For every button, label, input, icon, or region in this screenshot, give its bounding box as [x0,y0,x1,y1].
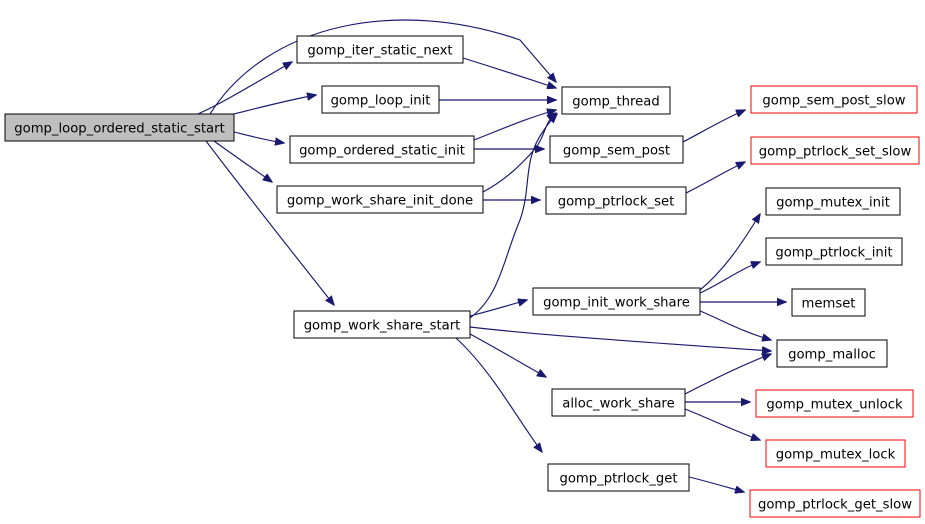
node-label: gomp_loop_init [331,94,431,109]
call-edge-n10-to-n19 [684,408,760,440]
node-label: gomp_work_share_init_done [287,194,473,209]
edge-layer [197,19,786,492]
node-box[interactable] [750,136,920,165]
graph-node-gomp-ptrlock-get-slow[interactable]: gomp_ptrlock_get_slow [749,489,921,518]
graph-node-gomp-ptrlock-init[interactable]: gomp_ptrlock_init [765,237,903,266]
node-label: gomp_ptrlock_set_slow [759,145,912,160]
node-box[interactable] [551,388,686,417]
call-edge-n0-to-n6 [209,19,556,115]
graph-node-alloc-work-share[interactable]: alloc_work_share [551,388,686,417]
graph-node-gomp-thread[interactable]: gomp_thread [561,86,671,115]
graph-node-gomp-ordered-static-init[interactable]: gomp_ordered_static_init [289,135,475,164]
node-label: gomp_sem_post_slow [762,94,905,109]
call-edge-n5-to-n11 [455,337,542,452]
node-label: gomp_ordered_static_init [299,144,465,159]
node-box[interactable] [749,489,921,518]
node-box[interactable] [293,310,471,339]
graph-node-gomp-ptrlock-set[interactable]: gomp_ptrlock_set [545,186,687,215]
node-layer: gomp_loop_ordered_static_start gomp_iter_… [4,35,921,518]
node-label: gomp_init_work_share [543,296,690,311]
call-edge-n11-to-n20 [688,476,744,492]
graph-node-gomp-malloc[interactable]: gomp_malloc [776,339,888,368]
node-label: gomp_ptrlock_get [559,472,677,487]
node-label: gomp_mutex_lock [776,448,896,463]
call-edge-n5-to-n9 [469,300,527,317]
node-box[interactable] [549,135,684,164]
call-edge-n8-to-n13 [685,162,745,194]
graph-node-gomp-sem-post[interactable]: gomp_sem_post [549,135,684,164]
node-label: gomp_ptrlock_set [558,195,675,210]
node-box[interactable] [4,113,235,142]
call-edge-n3-to-n6 [473,110,556,141]
node-label: gomp_sem_post [563,144,670,159]
node-label: gomp_ptrlock_init [775,246,892,261]
call-edge-n5-to-n6 [469,114,557,319]
call-edge-n10-to-n17 [684,354,771,395]
call-edge-n9-to-n14 [699,214,760,291]
node-label: gomp_malloc [788,348,876,363]
call-edge-n4-to-n6 [482,113,556,193]
call-edge-n0-to-n2 [233,95,316,115]
graph-node-gomp-iter-static-next[interactable]: gomp_iter_static_next [296,35,464,64]
node-box[interactable] [776,339,888,368]
graph-node-gomp-work-share-start[interactable]: gomp_work_share_start [293,310,471,339]
call-edge-n9-to-n17 [699,310,771,340]
graph-node-gomp-mutex-init[interactable]: gomp_mutex_init [765,187,901,216]
node-box[interactable] [561,86,671,115]
call-edge-n9-to-n15 [699,262,760,294]
graph-node-gomp-ptrlock-set-slow[interactable]: gomp_ptrlock_set_slow [750,136,920,165]
graph-node-gomp-loop-ordered-static-start[interactable]: gomp_loop_ordered_static_start [4,113,235,142]
call-edge-n0-to-n1 [197,62,292,115]
call-edge-n5-to-n17 [469,326,771,351]
node-label: gomp_ptrlock_get_slow [758,498,912,513]
graph-node-gomp-mutex-lock[interactable]: gomp_mutex_lock [765,439,906,468]
call-edge-n7-to-n12 [682,110,745,143]
graph-node-gomp-init-work-share[interactable]: gomp_init_work_share [532,287,701,316]
node-box[interactable] [545,186,687,215]
call-edge-n0-to-n4 [213,140,272,182]
node-box[interactable] [532,287,701,316]
node-box[interactable] [765,187,901,216]
graph-node-gomp-mutex-unlock[interactable]: gomp_mutex_unlock [755,389,914,418]
graph-node-gomp-ptrlock-get[interactable]: gomp_ptrlock_get [547,463,690,492]
node-box[interactable] [755,389,914,418]
call-edge-n0-to-n3 [233,131,284,143]
graph-node-memset[interactable]: memset [791,288,866,317]
node-label: gomp_loop_ordered_static_start [14,122,224,137]
node-box[interactable] [750,85,918,114]
node-label: alloc_work_share [562,397,674,412]
node-label: memset [802,297,856,312]
node-box[interactable] [321,85,440,114]
node-box[interactable] [765,439,906,468]
node-label: gomp_iter_static_next [307,44,452,59]
node-box[interactable] [289,135,475,164]
node-box[interactable] [296,35,464,64]
node-box[interactable] [791,288,866,317]
node-label: gomp_mutex_init [776,196,890,211]
call-edge-n5-to-n10 [469,333,546,377]
node-box[interactable] [765,237,903,266]
graph-node-gomp-sem-post-slow[interactable]: gomp_sem_post_slow [750,85,918,114]
node-label: gomp_work_share_start [304,319,461,334]
node-label: gomp_mutex_unlock [766,398,903,413]
graph-node-gomp-work-share-init-done[interactable]: gomp_work_share_init_done [276,185,484,214]
call-edge-n1-to-n6 [462,57,556,88]
node-label: gomp_thread [572,95,659,110]
graph-node-gomp-loop-init[interactable]: gomp_loop_init [321,85,440,114]
node-box[interactable] [276,185,484,214]
call-edge-n0-to-n5 [205,140,334,305]
node-box[interactable] [547,463,690,492]
